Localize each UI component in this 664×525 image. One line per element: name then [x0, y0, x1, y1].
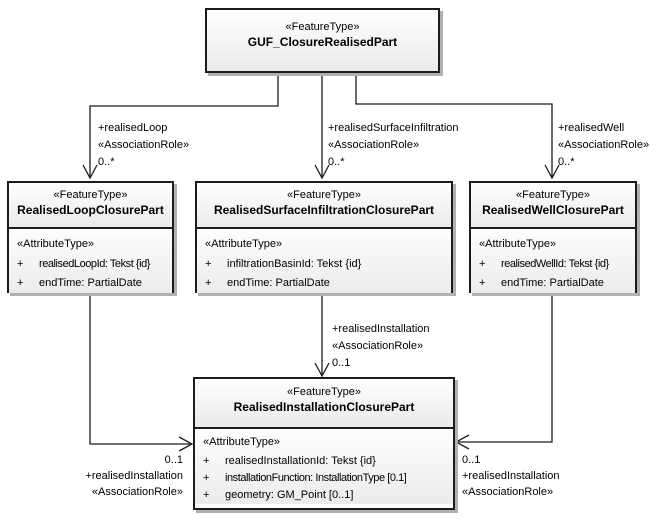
class-stereotype: «FeatureType»: [53, 189, 128, 201]
role-stereotype: «AssociationRole»: [91, 486, 183, 498]
visibility-plus: +: [205, 258, 212, 270]
class-stereotype: «FeatureType»: [516, 189, 590, 201]
visibility-plus: +: [205, 277, 212, 289]
visibility-plus: +: [203, 455, 210, 467]
attribute-text: realisedWellId: Tekst {id}: [501, 258, 609, 270]
visibility-plus: +: [203, 489, 210, 501]
class-box-realised-loop-closure-part[interactable]: «FeatureType» RealisedLoopClosurePart «A…: [7, 181, 174, 293]
arrowhead-realised-installation-right: [454, 434, 470, 450]
class-name: GUF_ClosureRealisedPart: [247, 35, 398, 49]
arrowhead-realised-surface-infiltration: [314, 164, 330, 180]
role-name: +realisedSurfaceInfiltration: [328, 122, 459, 134]
visibility-plus: +: [203, 472, 210, 484]
connector-label-realised-well: +realisedWell «AssociationRole» 0..*: [558, 120, 649, 171]
attribute-text: realisedLoopId: Tekst {id}: [39, 258, 151, 270]
multiplicity: 0..1: [164, 454, 183, 466]
attribute-text: endTime: PartialDate: [227, 277, 330, 289]
connector-realised-loop: [89, 74, 279, 177]
visibility-plus: +: [479, 277, 486, 289]
class-box-realised-installation-closure-part[interactable]: «FeatureType» RealisedInstallationClosur…: [193, 377, 455, 510]
role-stereotype: «AssociationRole»: [98, 139, 190, 151]
connector-realised-well: [355, 74, 553, 177]
role-stereotype: «AssociationRole»: [558, 139, 650, 151]
class-stereotype: «FeatureType»: [287, 386, 361, 398]
role-name: +realisedInstallation: [462, 470, 560, 482]
attribute-row: + endTime: PartialDate: [479, 274, 633, 293]
arrowhead-realised-installation-left: [178, 436, 194, 452]
attribute-row: + realisedLoopId: Tekst {id}: [17, 255, 170, 274]
attribute-stereotype: «AttributeType»: [205, 238, 283, 250]
attribute-stereotype: «AttributeType»: [203, 436, 281, 448]
attribute-text: geometry: GM_Point [0..1]: [225, 489, 354, 501]
attribute-text: infiltrationBasinId: Tekst {id}: [227, 258, 362, 270]
attribute-row: + infiltrationBasinId: Tekst {id}: [205, 255, 449, 274]
role-name: +realisedWell: [558, 122, 625, 134]
class-stereotype: «FeatureType»: [285, 21, 360, 33]
arrowhead-realised-installation-center: [314, 362, 330, 378]
connector-label-realised-installation-right: 0..1 +realisedInstallation «AssociationR…: [462, 452, 560, 500]
attribute-row: + endTime: PartialDate: [17, 274, 170, 293]
arrowhead-realised-well: [544, 164, 560, 180]
class-name: RealisedSurfaceInfiltrationClosurePart: [213, 203, 435, 217]
connector-realised-installation-right: [458, 294, 553, 443]
role-stereotype: «AssociationRole»: [328, 139, 420, 151]
visibility-plus: +: [17, 258, 24, 270]
role-name: +realisedInstallation: [85, 470, 183, 482]
multiplicity: 0..*: [328, 156, 345, 168]
multiplicity: 0..*: [98, 156, 115, 168]
class-stereotype: «FeatureType»: [287, 189, 361, 201]
attribute-text: installationFunction: InstallationType […: [225, 472, 407, 484]
attribute-row: + realisedInstallationId: Tekst {id}: [203, 453, 451, 470]
class-name: RealisedLoopClosurePart: [17, 203, 164, 217]
class-name: RealisedInstallationClosurePart: [233, 400, 415, 414]
role-stereotype: «AssociationRole»: [462, 486, 554, 498]
connector-label-realised-installation-center: +realisedInstallation «AssociationRole» …: [332, 321, 430, 372]
visibility-plus: +: [479, 258, 486, 270]
attribute-row: + geometry: GM_Point [0..1]: [203, 487, 451, 504]
class-box-guf-closurerealisedpart[interactable]: «FeatureType» GUF_ClosureRealisedPart: [205, 8, 440, 73]
class-name: RealisedWellClosurePart: [482, 203, 624, 217]
multiplicity: 0..*: [558, 156, 575, 168]
connector-label-realised-loop: +realisedLoop «AssociationRole» 0..*: [98, 120, 189, 171]
attribute-text: endTime: PartialDate: [39, 277, 142, 289]
class-box-realised-well-closure-part[interactable]: «FeatureType» RealisedWellClosurePart «A…: [469, 181, 637, 293]
role-name: +realisedInstallation: [332, 323, 430, 335]
class-box-realised-surface-infiltration-closure-part[interactable]: «FeatureType» RealisedSurfaceInfiltratio…: [195, 181, 453, 293]
multiplicity: 0..1: [462, 454, 481, 466]
attribute-text: realisedInstallationId: Tekst {id}: [225, 455, 376, 467]
attribute-row: + installationFunction: InstallationType…: [203, 470, 451, 487]
visibility-plus: +: [17, 277, 24, 289]
attribute-stereotype: «AttributeType»: [479, 238, 557, 250]
attribute-row: + realisedWellId: Tekst {id}: [479, 255, 633, 274]
connector-label-realised-installation-left: 0..1 +realisedInstallation «AssociationR…: [85, 452, 183, 500]
connector-label-realised-surface-infiltration: +realisedSurfaceInfiltration «Associatio…: [328, 120, 459, 171]
attribute-row: + endTime: PartialDate: [205, 274, 449, 293]
connector-realised-installation-left: [89, 294, 190, 445]
attribute-stereotype: «AttributeType»: [17, 238, 95, 250]
role-name: +realisedLoop: [98, 122, 168, 134]
role-stereotype: «AssociationRole»: [332, 340, 424, 352]
attribute-text: endTime: PartialDate: [501, 277, 604, 289]
multiplicity: 0..1: [332, 357, 351, 369]
arrowhead-realised-loop: [82, 164, 98, 180]
